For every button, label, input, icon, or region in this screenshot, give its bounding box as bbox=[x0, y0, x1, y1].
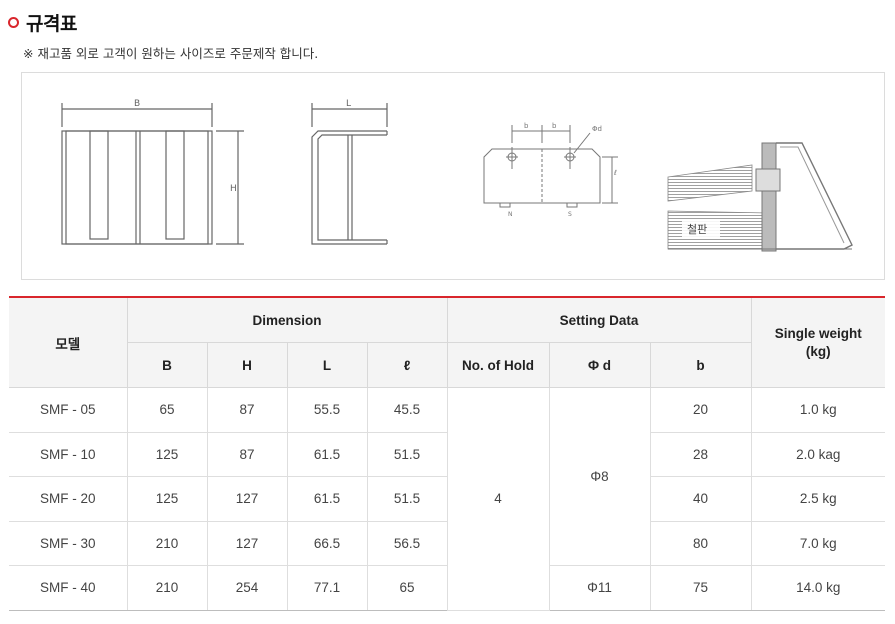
dim-label-height-small: ℓ bbox=[613, 169, 617, 177]
cell-b-width: 125 bbox=[126, 431, 208, 477]
cell-model: SMF - 05 bbox=[9, 387, 128, 433]
header-single-weight: Single weight (kg) bbox=[750, 296, 886, 388]
cell-l-small: 51.5 bbox=[366, 431, 448, 477]
magnet-top-view-drawing bbox=[483, 125, 618, 208]
header-single-weight-line1: Single weight bbox=[774, 325, 862, 341]
cell-model: SMF - 20 bbox=[9, 476, 128, 522]
cell-b-spacing: 28 bbox=[649, 431, 752, 477]
cell-b-spacing: 80 bbox=[649, 520, 752, 566]
cell-weight: 14.0 kg bbox=[750, 565, 886, 611]
cell-b-spacing: 20 bbox=[649, 387, 752, 433]
header-no-of-hold: No. of Hold bbox=[446, 342, 550, 388]
table-row: SMF - 05 65 87 55.5 45.5 4 Φ8 20 1.0 kg bbox=[9, 387, 886, 611]
dim-label-b: B bbox=[134, 99, 140, 109]
cell-b-width: 125 bbox=[126, 476, 208, 522]
cell-b-spacing: 40 bbox=[649, 476, 752, 522]
side-view-drawing bbox=[311, 103, 388, 245]
cell-l-small: 65 bbox=[366, 565, 448, 611]
cell-l-small: 56.5 bbox=[366, 520, 448, 566]
dimension-drawing-panel: B H L bbox=[21, 72, 885, 280]
cell-weight: 2.0 kag bbox=[750, 431, 886, 477]
cell-h: 127 bbox=[206, 476, 288, 522]
cell-phi-d-group2: Φ11 bbox=[548, 565, 651, 611]
header-b-width: B bbox=[127, 342, 208, 388]
iron-plate-label: 철판 bbox=[687, 223, 707, 236]
header-single-weight-line2: (kg) bbox=[805, 343, 831, 359]
cell-l: 66.5 bbox=[286, 520, 368, 566]
header-dimension: Dimension bbox=[126, 296, 448, 343]
circle-bullet-icon bbox=[8, 16, 19, 28]
front-view-drawing bbox=[61, 103, 244, 245]
cell-h: 254 bbox=[206, 565, 288, 611]
cell-weight: 7.0 kg bbox=[750, 520, 886, 566]
dim-label-hole-dia: Φd bbox=[592, 125, 602, 133]
custom-order-note: ※ 재고품 외로 고객이 원하는 사이즈로 주문제작 합니다. bbox=[23, 46, 319, 61]
cell-no-of-hold: 4 bbox=[446, 387, 550, 611]
dim-label-h: H bbox=[230, 184, 237, 194]
header-row-group: 모델 Dimension Setting Data Single weight … bbox=[9, 296, 886, 388]
cell-weight: 2.5 kg bbox=[750, 476, 886, 522]
cell-model: SMF - 40 bbox=[9, 565, 128, 611]
cell-b-width: 210 bbox=[126, 565, 208, 611]
dim-label-l: L bbox=[346, 99, 351, 109]
pole-label-n: N bbox=[508, 211, 513, 218]
cell-l: 55.5 bbox=[286, 387, 368, 433]
header-b-spacing: b bbox=[649, 342, 752, 388]
table-row: SMF - 20 125 127 61.5 51.5 40 2.5 kg bbox=[9, 476, 886, 522]
pole-label-s: S bbox=[568, 211, 572, 218]
cell-h: 87 bbox=[206, 387, 288, 433]
cell-model: SMF - 10 bbox=[9, 431, 128, 477]
cell-phi-d-group1: Φ8 bbox=[548, 387, 651, 566]
section-title: 규격표 bbox=[26, 12, 77, 35]
cell-l: 61.5 bbox=[286, 476, 368, 522]
header-model: 모델 bbox=[9, 296, 128, 388]
section-header: 규격표 bbox=[8, 8, 77, 36]
cell-b-width: 210 bbox=[126, 520, 208, 566]
cell-model: SMF - 30 bbox=[9, 520, 128, 566]
cell-l-small: 51.5 bbox=[366, 476, 448, 522]
table-row: SMF - 30 210 127 66.5 56.5 80 7.0 kg bbox=[9, 520, 886, 566]
cell-b-spacing: 75 bbox=[649, 565, 752, 611]
cell-h: 87 bbox=[206, 431, 288, 477]
spec-table: 모델 Dimension Setting Data Single weight … bbox=[9, 296, 886, 611]
dimension-drawing: B H L bbox=[61, 99, 853, 252]
header-l: L bbox=[286, 342, 368, 388]
header-row-sub: B H L ℓ No. of Hold Φ d b bbox=[9, 342, 885, 388]
cell-l-small: 45.5 bbox=[366, 387, 448, 433]
header-phi-d: Φ d bbox=[548, 342, 651, 388]
cell-b-width: 65 bbox=[126, 387, 208, 433]
usage-example-drawing bbox=[667, 142, 853, 252]
dim-label-hole-spacing-2: b bbox=[552, 122, 557, 130]
header-h: H bbox=[206, 342, 288, 388]
header-l-small: ℓ bbox=[366, 342, 448, 388]
table-row: SMF - 40 210 254 77.1 65 Φ11 75 14.0 kg bbox=[9, 565, 886, 611]
dim-label-hole-spacing-1: b bbox=[524, 122, 529, 130]
header-setting-data: Setting Data bbox=[446, 296, 752, 343]
cell-weight: 1.0 kg bbox=[750, 387, 886, 433]
cell-h: 127 bbox=[206, 520, 288, 566]
cell-l: 61.5 bbox=[286, 431, 368, 477]
cell-l: 77.1 bbox=[286, 565, 368, 611]
